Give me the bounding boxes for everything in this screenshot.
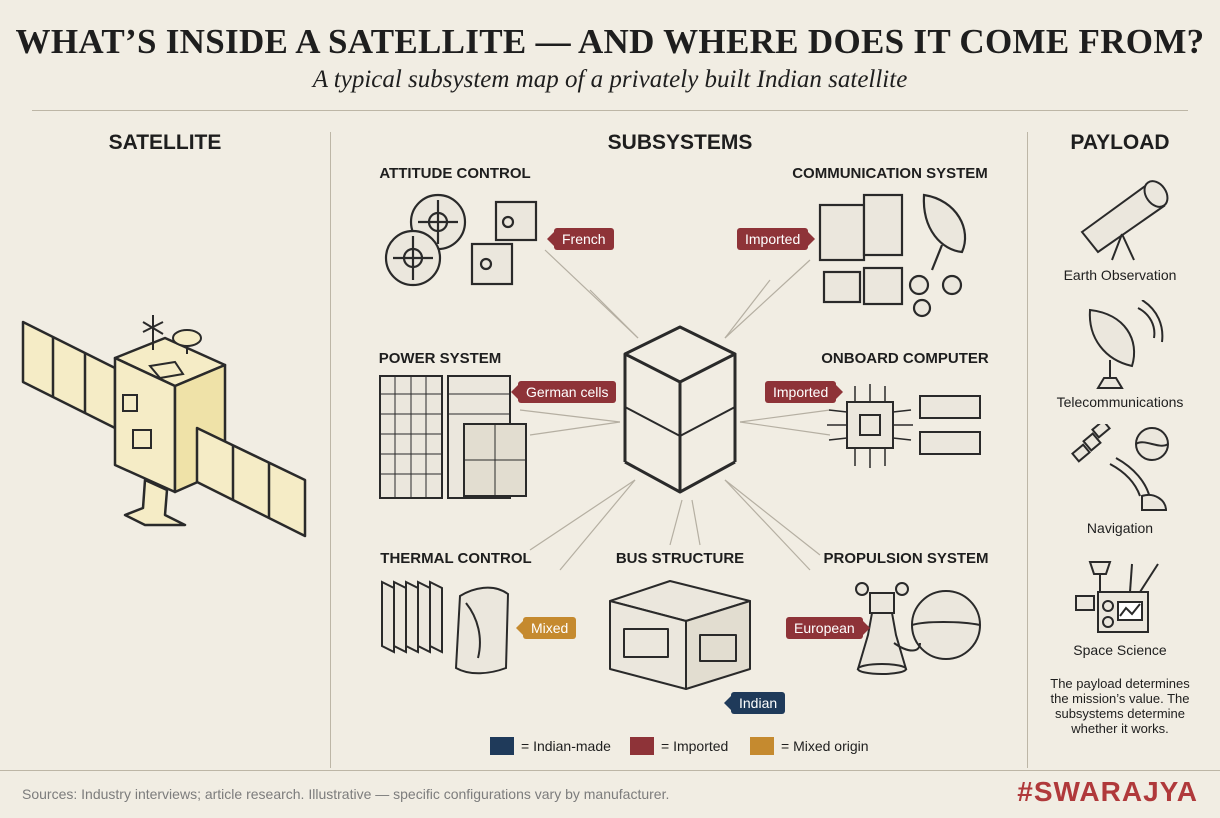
subsystem-label-propulsion: PROPULSION SYSTEM (823, 550, 989, 567)
subsystem-label-thermal: THERMAL CONTROL (380, 550, 532, 567)
subsystem-label-bus: BUS STRUCTURE (615, 550, 745, 567)
radiator-icon (381, 580, 510, 675)
antenna-icon (818, 193, 967, 318)
subsystem-label-communication: COMMUNICATION SYSTEM (792, 165, 988, 182)
origin-tag-bus: Indian (723, 692, 786, 714)
payload-label-navigation: Navigation (1086, 520, 1154, 536)
column-heading-satellite: SATELLITE (108, 131, 222, 154)
header-divider (32, 110, 1188, 111)
page-title: WHAT’S INSIDE A SATELLITE — AND WHERE DO… (15, 22, 1205, 61)
solar-panel-icon (379, 375, 527, 499)
legend-swatch-mixed (750, 737, 774, 755)
column-heading-subsystems: SUBSYSTEMS (607, 131, 753, 154)
telescope-icon (1080, 180, 1169, 261)
origin-tag-computer: Imported (765, 381, 844, 403)
cpu-chip-icon (827, 384, 981, 468)
legend-label-indian: = Indian-made (521, 738, 611, 754)
column-divider-left (330, 132, 331, 768)
payload-label-telecommunications: Telecommunications (1056, 394, 1184, 410)
origin-tag-propulsion: European (786, 617, 870, 639)
subsystem-label-attitude: ATTITUDE CONTROL (379, 165, 531, 182)
reaction-wheel-icon (384, 193, 538, 287)
sources-note: Sources: Industry interviews; article re… (22, 786, 670, 802)
thruster-icon (855, 582, 981, 675)
column-divider-right (1027, 132, 1028, 768)
satellite-illustration (21, 315, 307, 538)
legend-swatch-indian (490, 737, 514, 755)
subsystem-label-power: POWER SYSTEM (378, 350, 502, 367)
footer-divider (0, 770, 1220, 771)
legend-swatch-imported (630, 737, 654, 755)
dish-icon (1088, 300, 1164, 389)
page-subtitle: A typical subsystem map of a privately b… (312, 66, 908, 93)
origin-tag-thermal: Mixed (515, 617, 577, 639)
payload-note: The payload determines the mission’s val… (1050, 676, 1190, 736)
brand-logo: #SWARAJYA (1017, 776, 1198, 807)
navigation-satellite-icon (1071, 424, 1169, 511)
connector-lines (519, 249, 831, 571)
subsystem-label-computer: ONBOARD COMPUTER (821, 350, 989, 367)
central-frame-icon (623, 325, 737, 494)
legend-label-imported: = Imported (661, 738, 729, 754)
column-heading-payload: PAYLOAD (1070, 131, 1170, 154)
frame-icon (609, 580, 751, 690)
origin-tag-communication: Imported (737, 228, 816, 250)
payload-label-space-science: Space Science (1073, 642, 1167, 658)
payload-label-earth-observation: Earth Observation (1063, 267, 1177, 283)
origin-tag-power: German cells (510, 381, 617, 403)
science-instrument-icon (1075, 561, 1159, 633)
legend-label-mixed: = Mixed origin (781, 738, 869, 754)
origin-tag-attitude: French (547, 228, 614, 250)
